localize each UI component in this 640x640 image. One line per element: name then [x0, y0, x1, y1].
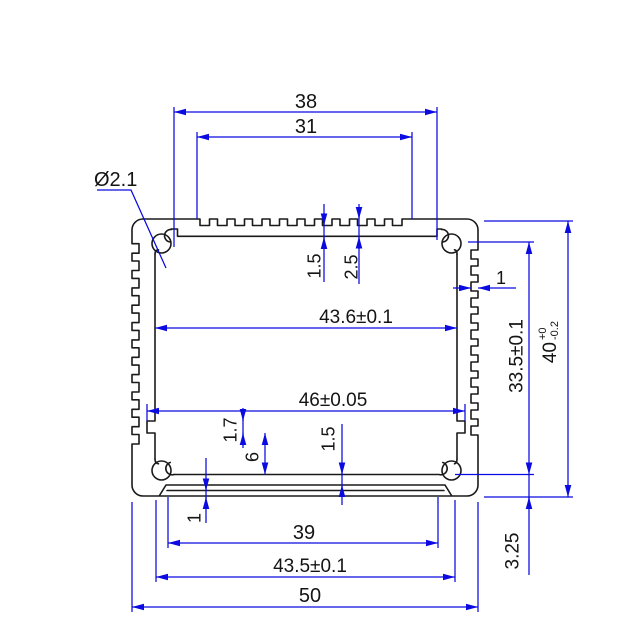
dim-1-5-bottom: 1.5 [318, 424, 346, 505]
dim-3-25-label: 3.25 [503, 533, 524, 570]
dim-31: 31 [196, 116, 413, 219]
boss-hook-bottom-right [438, 461, 448, 476]
dim-38-label: 38 [295, 91, 317, 113]
dim-38: 38 [173, 91, 438, 247]
boss-hole-top-right [441, 233, 462, 254]
leader-line [97, 189, 167, 269]
profile-outer-contour [131, 218, 479, 497]
profile-inner-wall-left [146, 253, 156, 460]
boss-top-left [151, 228, 173, 255]
dim-2-5: 2.5 [341, 204, 363, 284]
profile-inner-wall-right [456, 253, 466, 460]
dim-6-label: 6 [242, 452, 262, 462]
dim-1-right: 1 [453, 268, 516, 292]
dim-43-6: 43.6±0.1 [155, 307, 457, 332]
dim-hole-label: Ø2.1 [94, 169, 137, 191]
boss-join-bottom-left [154, 458, 160, 465]
boss-hole-bottom-left [151, 460, 172, 481]
dim-1-5-top: 1.5 [304, 204, 328, 282]
profile-inner-ceiling [170, 228, 443, 238]
dim-43-6-label: 43.6±0.1 [319, 307, 393, 328]
dim-40-tol-upper: +0 [537, 327, 549, 340]
profile-outline [131, 218, 479, 497]
dim-33-5-label: 33.5±0.1 [507, 319, 528, 393]
boss-hook-bottom-left [165, 461, 175, 476]
dim-1-5-top-label: 1.5 [304, 253, 324, 278]
dim-46: 46±0.05 [146, 390, 466, 421]
dim-3-25: 3.25 [503, 474, 533, 575]
boss-join-top-right [453, 249, 458, 255]
dim-1-bottom-label: 1 [184, 513, 204, 523]
boss-join-bottom-right [453, 458, 458, 465]
dim-46-label: 46±0.05 [299, 390, 368, 411]
boss-hole-top-left [151, 233, 172, 254]
dim-39: 39 [167, 497, 439, 548]
dim-1-right-label: 1 [496, 268, 506, 288]
dim-50-label: 50 [299, 585, 321, 607]
dim-39-label: 39 [293, 522, 315, 544]
boss-bottom-right [438, 458, 462, 481]
dim-43-5-label: 43.5±0.1 [273, 556, 347, 577]
dim-40-tol-lower: -0.2 [549, 321, 561, 340]
boss-bottom-left [151, 458, 175, 481]
boss-top-right [440, 228, 462, 255]
dim-43-5: 43.5±0.1 [155, 500, 456, 582]
profile-floor-bottom [158, 484, 453, 497]
boss-hole-bottom-right [441, 460, 462, 481]
dim-31-label: 31 [295, 116, 317, 138]
dim-1-bottom: 1 [184, 458, 210, 523]
dim-1-7-label: 1.7 [220, 417, 240, 442]
boss-hook-top-left [163, 228, 173, 243]
dim-50: 50 [131, 502, 479, 612]
dim-40-label-group: 40 +0 -0.2 [537, 321, 561, 363]
dim-33-5: 33.5±0.1 [455, 241, 534, 476]
dim-40-label: 40 [540, 342, 561, 363]
dim-1-7: 1.7 [220, 408, 247, 448]
dim-2-5-label: 2.5 [341, 254, 361, 279]
dim-6: 6 [242, 433, 269, 475]
boss-hook-top-right [440, 228, 450, 243]
dim-40: 40 +0 -0.2 [484, 220, 573, 498]
dim-1-5-bottom-label: 1.5 [318, 426, 338, 451]
dim-hole-diameter: Ø2.1 [94, 169, 167, 269]
